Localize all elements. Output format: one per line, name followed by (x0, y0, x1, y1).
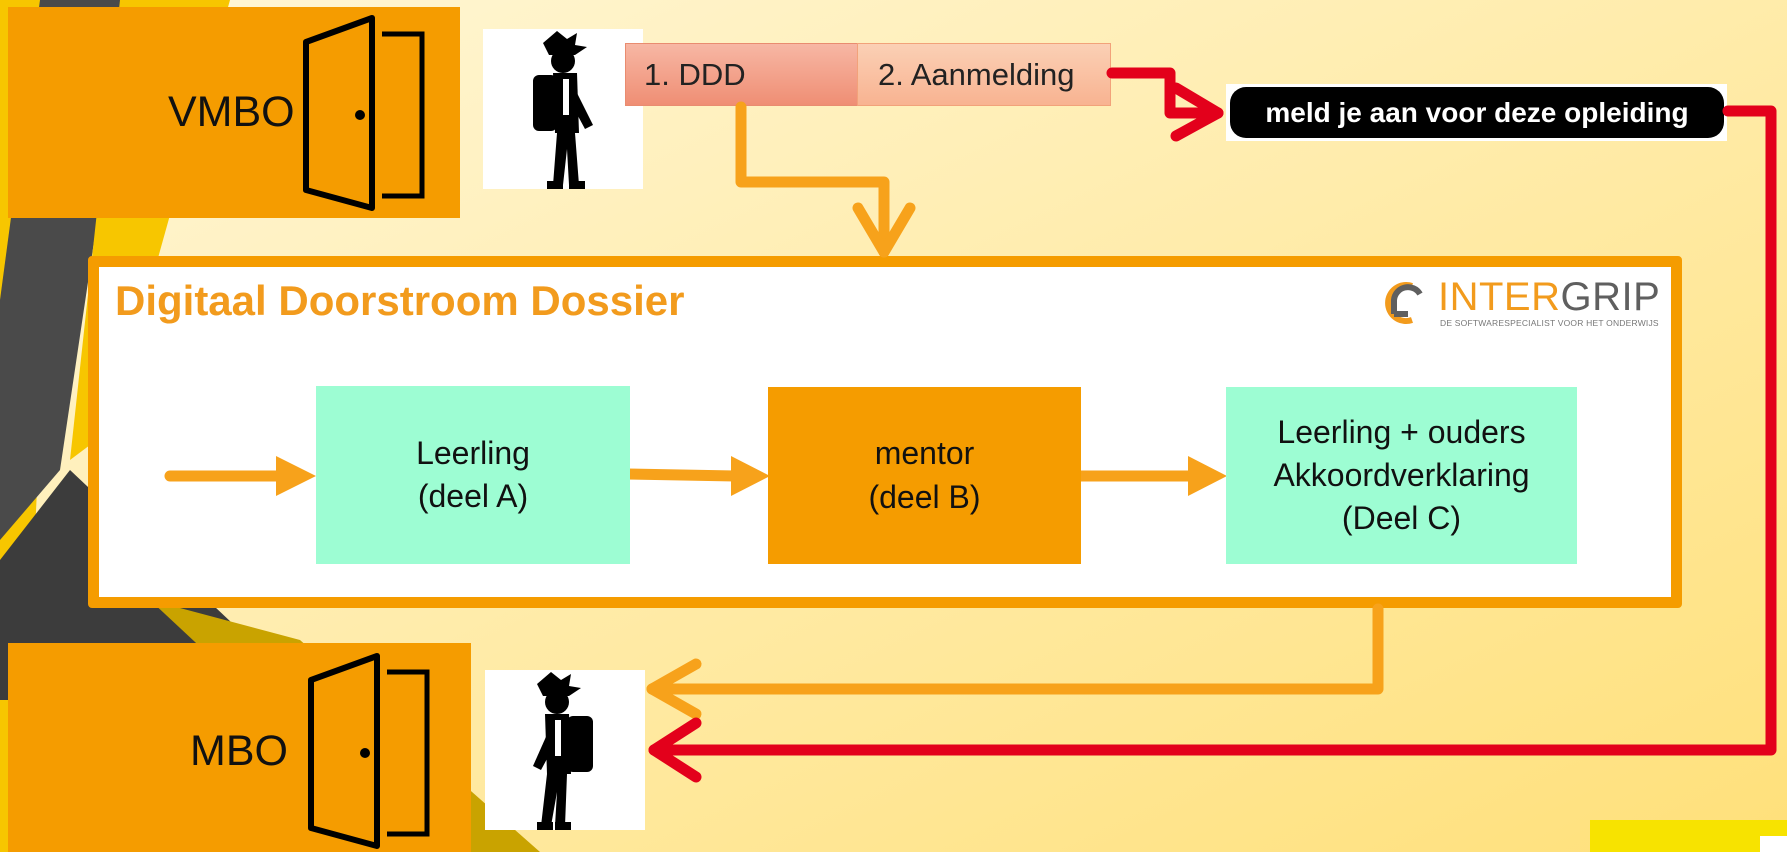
node-akkoord-deel-c: Leerling + ouders Akkoordverklaring (Dee… (1226, 387, 1577, 564)
node-leerling-deel-a: Leerling (deel A) (316, 386, 630, 564)
vmbo-box (8, 7, 460, 218)
mbo-box (8, 643, 471, 852)
signup-button[interactable]: meld je aan voor deze opleiding (1230, 87, 1724, 138)
door-icon (303, 15, 425, 211)
step-ddd[interactable]: 1. DDD (625, 43, 858, 106)
dossier-title: Digitaal Doorstroom Dossier (115, 277, 685, 324)
node-line: (deel A) (417, 478, 529, 514)
step-aanmelding-label: 2. Aanmelding (878, 56, 1075, 92)
intergrip-tagline: DE SOFTWARESPECIALIST VOOR HET ONDERWIJS (1440, 318, 1659, 328)
node-leerling-deel-a-text: Leerling (deel A) (416, 432, 530, 518)
step-ddd-label: 1. DDD (644, 56, 746, 92)
logo-name-rest: GRIP (1560, 275, 1661, 319)
node-mentor-deel-b-text: mentor (deel B) (868, 432, 980, 518)
logo-name-accent: INTER (1438, 275, 1561, 319)
student-backpack-icon (533, 31, 593, 189)
node-line: Akkoordverklaring (1273, 456, 1530, 493)
node-akkoord-deel-c-text: Leerling + ouders Akkoordverklaring (Dee… (1273, 411, 1529, 541)
node-line: (deel B) (868, 478, 981, 515)
node-line: mentor (874, 435, 975, 472)
intergrip-logo-icon (1385, 282, 1423, 324)
student-bottom (485, 670, 645, 830)
student-top (483, 29, 643, 189)
student-backpack-icon (533, 672, 593, 830)
vmbo-label: VMBO (168, 88, 295, 136)
door-icon (308, 653, 430, 849)
node-line: (Deel C) (1341, 500, 1462, 537)
node-mentor-deel-b: mentor (deel B) (768, 387, 1081, 564)
intergrip-logo-text: INTERGRIP (1438, 275, 1660, 320)
step-aanmelding[interactable]: 2. Aanmelding (857, 43, 1111, 106)
mbo-label: MBO (190, 727, 288, 775)
node-line: Leerling + ouders (1277, 413, 1526, 450)
node-line: Leerling (416, 434, 530, 471)
